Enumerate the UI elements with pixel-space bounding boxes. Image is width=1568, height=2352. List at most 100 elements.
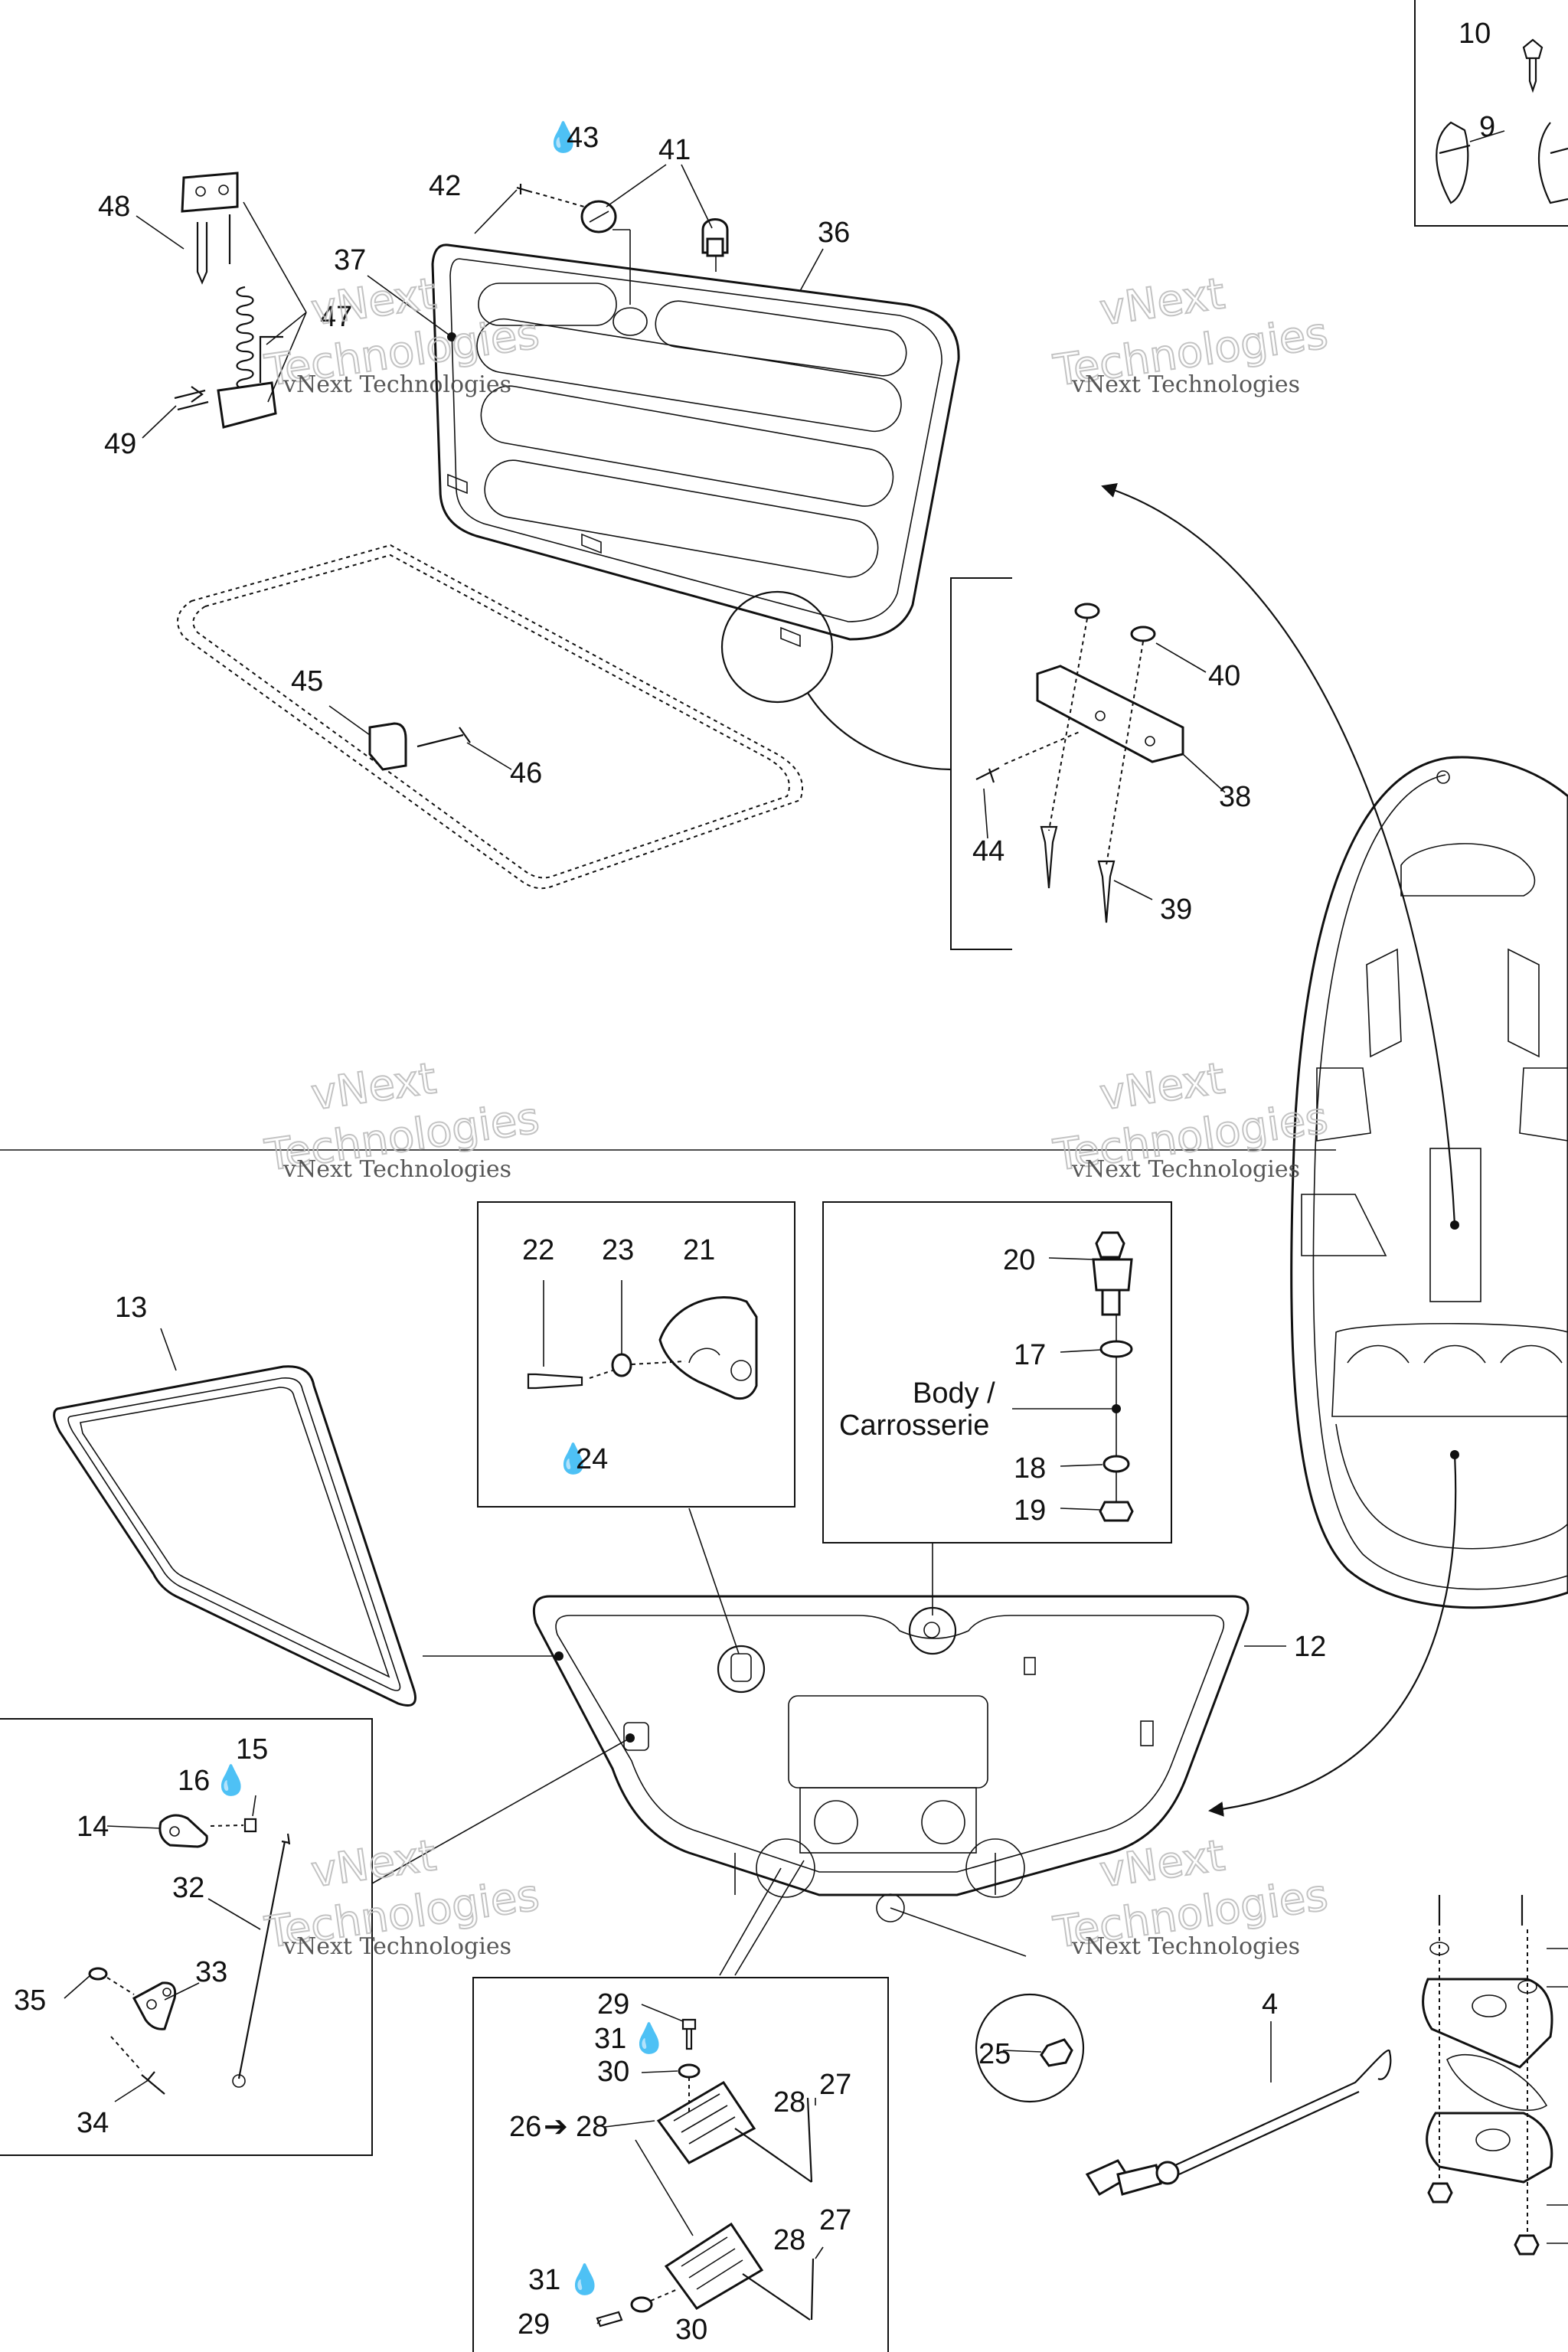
label-24: 24 [576, 1443, 608, 1475]
hinge-28b-icon [664, 2222, 764, 2310]
latch-inset-box [822, 1201, 1172, 1655]
label-33: 33 [195, 1956, 227, 1988]
label-40: 40 [1208, 660, 1240, 692]
label-30a: 30 [597, 2056, 629, 2088]
rivet-46-icon [416, 727, 471, 748]
screw-44-icon [975, 767, 1000, 783]
label-16: 16 [178, 1765, 210, 1797]
hinge-28a-icon [656, 2080, 756, 2164]
pin-27b-icon [810, 2258, 815, 2321]
label-38: 38 [1219, 781, 1251, 813]
hinge-inset-box [720, 577, 1184, 950]
label-28a: 28 [773, 2086, 805, 2118]
washer-40b-icon [1130, 626, 1156, 642]
oil-drop-16-icon: 💧 [213, 1763, 249, 1797]
washer-30b-icon [630, 2296, 653, 2313]
label-37: 37 [334, 244, 366, 276]
hook-rod-4 [1085, 2021, 1392, 2197]
label-28b: 28 [576, 2111, 608, 2143]
label-41: 41 [658, 134, 691, 166]
label-32: 32 [172, 1872, 204, 1904]
washer-17-icon [1099, 1340, 1133, 1358]
svg-text:vNext Technologies: vNext Technologies [283, 1156, 511, 1183]
leader-lines [64, 164, 1286, 2324]
label-27a: 27 [819, 2069, 851, 2101]
lock-41-parts [516, 184, 729, 305]
label-29b: 29 [518, 2308, 550, 2341]
screw-15-icon [243, 1818, 257, 1833]
washer-35-icon [88, 1967, 108, 1981]
label-25: 25 [978, 2038, 1011, 2070]
label-48: 48 [98, 191, 130, 223]
pin-27a-icon [806, 2097, 813, 2183]
label-45: 45 [291, 665, 323, 697]
label-21: 21 [683, 1234, 715, 1266]
lid-hinge-inset-box [472, 1860, 889, 2352]
cover-slot-4 [480, 385, 894, 507]
label-4: 4 [1262, 1988, 1278, 2020]
body-note-line1: Body / [913, 1377, 995, 1410]
label-27b: 27 [819, 2204, 851, 2236]
label-42: 42 [429, 170, 461, 202]
craft-hull [1290, 756, 1568, 1609]
label-43: 43 [567, 122, 599, 154]
label-14: 14 [77, 1811, 109, 1843]
watermark-2: vNext Technologies vNext Technologies [1050, 268, 1331, 398]
rivet-39b-icon [1097, 860, 1116, 923]
latch-plate-assembly [1422, 1895, 1568, 2256]
watermarks: vNext Technologies vNext Technologies vN… [261, 268, 1331, 1960]
clamp-9-left-icon [1436, 121, 1471, 204]
label-9: 9 [1479, 111, 1495, 143]
label-29a: 29 [597, 1988, 629, 2020]
storage-cover [431, 243, 960, 648]
gasket-13 [53, 1365, 564, 1707]
cam-inset-box [477, 1201, 795, 1694]
screw-29b-icon [596, 2311, 623, 2328]
watermark-4: vNext Technologies vNext Technologies [1050, 1053, 1331, 1183]
oil-drop-31a-icon: 💧 [631, 2021, 667, 2055]
clamp-inset-box [1414, 0, 1568, 227]
gas-spring-inset-box [0, 1718, 635, 2156]
svg-text:vNext Technologies: vNext Technologies [1071, 1156, 1300, 1183]
drain-plug-25-spot [876, 1893, 905, 1922]
washer-18-icon [1102, 1455, 1130, 1473]
storage-opening-outline [177, 544, 804, 890]
washer-30a-icon [678, 2063, 701, 2079]
oil-drop-31b-icon: 💧 [567, 2262, 603, 2296]
label-39: 39 [1160, 893, 1192, 926]
drain-plug-25 [890, 1907, 1085, 2103]
label-23: 23 [602, 1234, 634, 1266]
rivet-39a-icon [1040, 825, 1058, 889]
cover-slot-3 [476, 318, 902, 433]
clamp-9-right-icon [1538, 122, 1568, 204]
spring-icon [236, 286, 254, 399]
label-15: 15 [236, 1733, 268, 1766]
watermark-5: vNext Technologies vNext Technologies [261, 1830, 543, 1960]
washer-23-icon [611, 1353, 632, 1377]
svg-text:vNext Technologies: vNext Technologies [1071, 371, 1300, 398]
body-note-line2: Carrosserie [839, 1410, 989, 1442]
label-18: 18 [1014, 1452, 1046, 1485]
callout-labels: 10 9 48 42 💧 43 41 36 37 47 49 45 46 40 … [14, 18, 1495, 2346]
label-26: 26 [509, 2111, 541, 2143]
bracket-14-icon [158, 1814, 208, 1848]
washer-40a-icon [1074, 603, 1100, 619]
watermark-3: vNext Technologies vNext Technologies [261, 1053, 543, 1183]
label-17: 17 [1014, 1339, 1046, 1371]
label-28c: 28 [773, 2224, 805, 2256]
cover-slot-5 [484, 459, 879, 578]
nut-19-icon [1099, 1501, 1134, 1522]
lower-storage-lid [532, 1595, 1250, 1922]
label-13: 13 [115, 1292, 147, 1324]
oil-drop-43-icon: 💧 [545, 120, 581, 154]
bracket-33-icon [132, 1981, 177, 2030]
svg-text:vNext Technologies: vNext Technologies [283, 1933, 511, 1960]
label-12: 12 [1294, 1631, 1326, 1663]
label-20: 20 [1003, 1244, 1035, 1276]
label-30b: 30 [675, 2314, 707, 2346]
svg-text:vNext Technologies: vNext Technologies [283, 371, 511, 398]
label-49: 49 [104, 428, 136, 460]
latch-20-icon [1095, 1231, 1125, 1259]
label-10: 10 [1459, 18, 1491, 50]
label-22: 22 [522, 1234, 554, 1266]
